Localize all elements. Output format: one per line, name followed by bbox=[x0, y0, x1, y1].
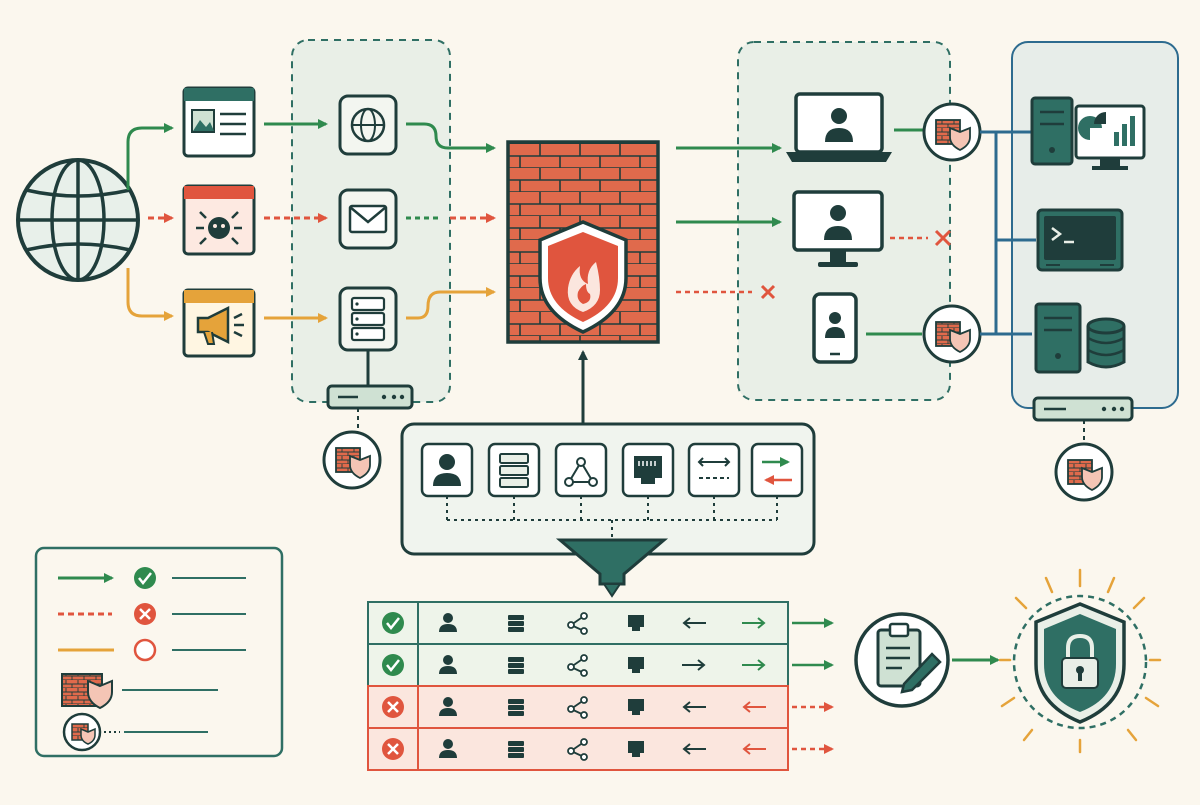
rule-server-icon bbox=[508, 615, 524, 632]
rule-flow-arrow-icon bbox=[742, 659, 766, 671]
firewall-legend-icon bbox=[61, 673, 113, 710]
rule-server-icon bbox=[508, 741, 524, 758]
legend-firewall-row bbox=[61, 673, 218, 710]
malware-bug-icon bbox=[182, 184, 256, 256]
server-chart-icon bbox=[1030, 96, 1146, 170]
ad-megaphone-icon bbox=[182, 288, 256, 358]
firewall-flame-shield-icon bbox=[506, 140, 660, 344]
laptop-user-icon bbox=[786, 92, 892, 162]
rule-block-x-icon bbox=[382, 696, 404, 718]
legend-host-firewall-row bbox=[62, 712, 208, 752]
datacenter-router-icon bbox=[1032, 396, 1134, 422]
rule-server-icon bbox=[508, 657, 524, 674]
rule-ethernet-port-icon bbox=[628, 615, 644, 631]
rule-flow-arrow-icon bbox=[742, 701, 766, 713]
rule-share-icon bbox=[567, 612, 588, 635]
rule-ethernet-port-icon bbox=[628, 657, 644, 673]
legend-allow-row bbox=[58, 567, 246, 589]
rule-ethernet-port-icon bbox=[628, 699, 644, 715]
host-firewall-top-icon bbox=[922, 102, 982, 162]
legend-warn-row bbox=[58, 638, 246, 662]
host-firewall-bottom-icon bbox=[922, 304, 982, 364]
criteria-bidirectional-icon bbox=[687, 442, 741, 498]
criteria-user-icon bbox=[420, 442, 474, 498]
server-to-firewall-arrow bbox=[406, 287, 496, 320]
rule-user-icon bbox=[439, 655, 457, 674]
rule-user-icon bbox=[439, 739, 457, 758]
server-icon bbox=[338, 286, 398, 386]
rule-inbound-arrow-icon bbox=[682, 743, 706, 755]
allow-check-icon bbox=[134, 567, 156, 589]
block-x-icon bbox=[134, 603, 156, 625]
browser-image-icon bbox=[182, 86, 256, 158]
rule-block-x-icon bbox=[382, 738, 404, 760]
globe-icon bbox=[16, 158, 140, 282]
criteria-in-out-arrows-icon bbox=[750, 442, 804, 498]
rule-user-icon bbox=[439, 697, 457, 716]
server-database-icon bbox=[1034, 302, 1126, 374]
rule-outbound-arrow-icon bbox=[682, 659, 706, 671]
web-to-firewall-arrow bbox=[406, 122, 496, 153]
rule-row bbox=[367, 685, 789, 729]
rule-row bbox=[367, 643, 789, 687]
terminal-icon bbox=[1036, 208, 1124, 272]
rule-flow-arrow-icon bbox=[742, 743, 766, 755]
criteria-ethernet-port-icon bbox=[621, 442, 675, 498]
globe-to-browser-arrow bbox=[126, 123, 174, 190]
dmz-router-icon bbox=[326, 384, 414, 410]
clipboard-pen-icon bbox=[854, 612, 950, 708]
rule-share-icon bbox=[567, 654, 588, 677]
desktop-user-icon bbox=[792, 190, 884, 267]
mobile-user-icon bbox=[812, 292, 858, 364]
lock-shield-icon bbox=[998, 568, 1162, 754]
warn-circle-icon bbox=[133, 638, 157, 662]
rule-share-icon bbox=[567, 738, 588, 761]
legend-block-row bbox=[58, 603, 246, 625]
rule-ethernet-port-icon bbox=[628, 741, 644, 757]
desktop-blocked-x-icon bbox=[934, 229, 952, 247]
mini-firewall-badge-datacenter-icon bbox=[1054, 442, 1114, 502]
rule-allow-check-icon bbox=[382, 612, 404, 634]
rule-allow-check-icon bbox=[382, 654, 404, 676]
criteria-server-icon bbox=[487, 442, 541, 498]
rule-server-icon bbox=[508, 699, 524, 716]
email-envelope-icon bbox=[338, 188, 398, 250]
mini-firewall-badge-icon bbox=[322, 430, 382, 490]
rules-table bbox=[367, 601, 834, 771]
rule-row bbox=[367, 601, 789, 645]
blocked-x-icon bbox=[760, 284, 776, 300]
rule-inbound-arrow-icon bbox=[682, 617, 706, 629]
criteria-share-icon bbox=[554, 442, 608, 498]
criteria-collector-lines bbox=[446, 496, 778, 540]
rule-inbound-arrow-icon bbox=[682, 701, 706, 713]
web-globe-icon bbox=[338, 94, 398, 156]
rule-flow-arrow-icon bbox=[742, 617, 766, 629]
rule-share-icon bbox=[567, 696, 588, 719]
host-firewall-legend-icon bbox=[62, 712, 102, 752]
funnel-icon bbox=[555, 538, 669, 598]
rule-user-icon bbox=[439, 613, 457, 632]
globe-to-ad-arrow bbox=[126, 268, 174, 321]
rule-row bbox=[367, 727, 789, 771]
